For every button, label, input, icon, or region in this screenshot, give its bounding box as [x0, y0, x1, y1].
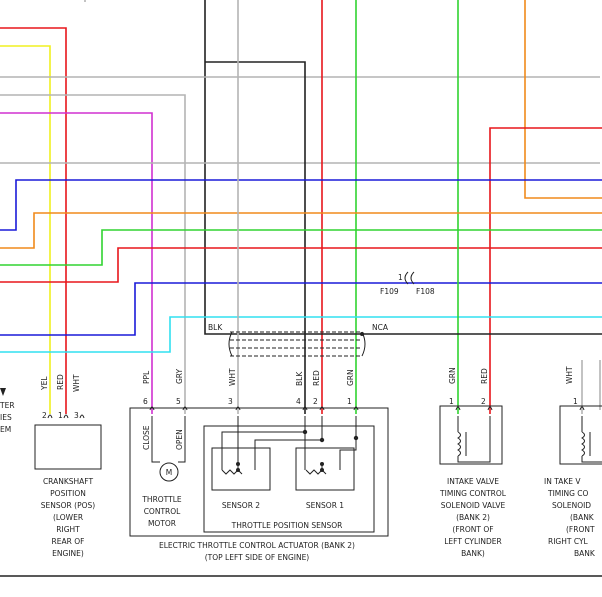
- iv2-label-3: (BANK 2): [456, 513, 490, 522]
- pin-motor-5: 5: [176, 397, 181, 406]
- label-red-tps: RED: [312, 370, 321, 386]
- wire-red-iv: [489, 127, 602, 414]
- iv2-label-2: SOLENOID VALVE: [441, 501, 506, 510]
- sensor2-box: [211, 447, 271, 491]
- label-sensor2: SENSOR 2: [222, 501, 260, 510]
- iv2-label-1: TIMING CONTROL: [439, 489, 507, 498]
- etca-label-0: ELECTRIC THROTTLE CONTROL ACTUATOR (BANK…: [159, 541, 355, 550]
- label-grn-tps: GRN: [346, 369, 355, 386]
- wire-gray-2: [0, 94, 186, 414]
- wire-blue-1: [0, 179, 602, 231]
- motor-symbol: M: [166, 468, 172, 477]
- crank-label-3: (LOWER: [53, 513, 83, 522]
- label-grn-iv: GRN: [448, 367, 457, 384]
- label-blk-shield: BLK: [208, 323, 223, 332]
- wire-red-ck: [0, 27, 67, 414]
- label-open: OPEN: [175, 429, 184, 450]
- iv2-label-0: INTAKE VALVE: [447, 477, 499, 486]
- motor-label-0: THROTTLE: [141, 495, 182, 504]
- wire-green-1: [0, 229, 602, 266]
- left-text-3: EM: [0, 425, 11, 434]
- crankshaft-sensor-box: [34, 424, 102, 470]
- wire-red-1: [0, 247, 602, 283]
- crank-label-1: POSITION: [50, 489, 86, 498]
- label-red-ck: RED: [56, 374, 65, 390]
- pin-tps-1: 1: [347, 397, 352, 406]
- pin-tps-2: 2: [313, 397, 318, 406]
- wire-orange-right: [524, 0, 602, 199]
- wire-cyan: [0, 316, 602, 353]
- wire-orange-1: [0, 212, 602, 249]
- label-blk-tps: BLK: [295, 371, 304, 386]
- crank-label-2: SENSOR (POS): [41, 501, 95, 510]
- pin-wht-3: 3: [228, 397, 233, 406]
- label-gry: GRY: [175, 368, 184, 384]
- label-red-iv: RED: [480, 368, 489, 384]
- iv1-label-1: TIMING CO: [547, 489, 589, 498]
- label-yel: YEL: [40, 376, 49, 391]
- label-close: CLOSE: [142, 425, 151, 450]
- iv1-label-2: SOLENOID: [552, 501, 591, 510]
- left-text-2: IES: [0, 413, 12, 422]
- shield-lines: [230, 331, 360, 357]
- pin-ck-1: 1: [58, 411, 63, 420]
- wire-blue-2: [0, 282, 602, 336]
- wire-yellow-ck: [0, 45, 51, 414]
- crank-label-4: RIGHT: [56, 525, 80, 534]
- motor-label-1: CONTROL: [144, 507, 181, 516]
- label-wht-etc: WHT: [228, 368, 237, 386]
- wire-black-nca: [204, 320, 602, 335]
- pin-ck-2: 2: [42, 411, 47, 420]
- pin-tps-4: 4: [296, 397, 301, 406]
- iv2-label-6: BANK): [461, 549, 485, 558]
- label-nca: NCA: [372, 323, 389, 332]
- connector-f109-f108: 1 F109 F108: [380, 271, 435, 296]
- iv1-label-3: (BANK: [570, 513, 595, 522]
- left-text-1: TER: [0, 401, 15, 410]
- pin-motor-6: 6: [143, 397, 148, 406]
- etca-label-1: (TOP LEFT SIDE OF ENGINE): [205, 553, 310, 562]
- crank-label-5: REAR OF: [52, 537, 85, 546]
- label-tps: THROTTLE POSITION SENSOR: [231, 521, 343, 530]
- label-wht-ck: WHT: [72, 374, 81, 392]
- label-ppl: PPL: [142, 370, 151, 384]
- pin-ck-3: 3: [74, 411, 79, 420]
- iv-bank2-box: [439, 405, 503, 465]
- crank-label-0: CRANKSHAFT: [43, 477, 94, 486]
- iv-bank1-box: [559, 405, 602, 465]
- wire-magenta-motor: [0, 112, 153, 414]
- iv1-label-5: RIGHT CYL: [548, 537, 589, 546]
- wire-black-upper: [205, 61, 306, 414]
- connector-pin: 1: [398, 273, 403, 282]
- connector-right: F108: [416, 287, 435, 296]
- crank-label-6: ENGINE): [52, 549, 84, 558]
- iv1-label-4: (FRONT: [566, 525, 595, 534]
- iv1-label-6: BANK: [574, 549, 596, 558]
- pin-iv2-1: 1: [573, 397, 578, 406]
- tps-box: [203, 425, 375, 533]
- iv2-label-4: (FRONT OF: [452, 525, 493, 534]
- sensor1-box: [295, 447, 355, 491]
- pin-iv1-1: 1: [449, 397, 454, 406]
- connector-left: F109: [380, 287, 399, 296]
- iv1-label-0: IN TAKE V: [544, 477, 581, 486]
- label-sensor1: SENSOR 1: [306, 501, 344, 510]
- etca-box: [129, 407, 389, 537]
- pin-iv1-2: 2: [481, 397, 486, 406]
- label-wht-iv2: WHT: [565, 366, 574, 384]
- motor-label-2: MOTOR: [148, 519, 176, 528]
- iv2-label-5: LEFT CYLINDER: [444, 537, 501, 546]
